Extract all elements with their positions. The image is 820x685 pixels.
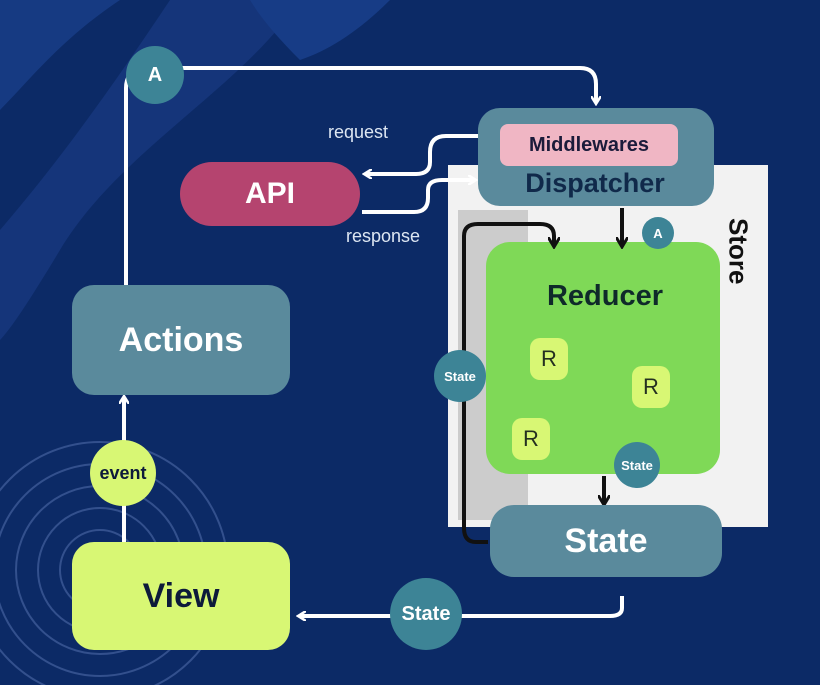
middlewares-box: Middlewares: [500, 124, 678, 166]
state-box: State: [490, 505, 722, 577]
response-label: response: [346, 226, 421, 246]
request-label: request: [328, 122, 389, 142]
state-badge-right: State: [614, 442, 660, 488]
reducer-label: Reducer: [546, 279, 664, 312]
action-badge: A: [126, 46, 184, 104]
view-box: View: [72, 542, 290, 650]
reducer-chip: R: [530, 338, 568, 380]
action-badge-small: A: [642, 217, 674, 249]
state-badge-bottom: State: [390, 578, 462, 650]
event-badge: event: [90, 440, 156, 506]
reducer-chip: R: [512, 418, 550, 460]
api-box: API: [180, 162, 360, 226]
dispatcher-label: Dispatcher: [525, 167, 665, 198]
edge-state-loop: [462, 222, 554, 544]
store-label: Store: [723, 217, 754, 285]
edge-request: [366, 134, 478, 174]
edge-response: [362, 180, 474, 214]
edge-state-to-view: [300, 596, 624, 616]
state-badge-left: State: [434, 350, 486, 402]
reducer-chip: R: [632, 366, 670, 408]
actions-box: Actions: [72, 285, 290, 395]
